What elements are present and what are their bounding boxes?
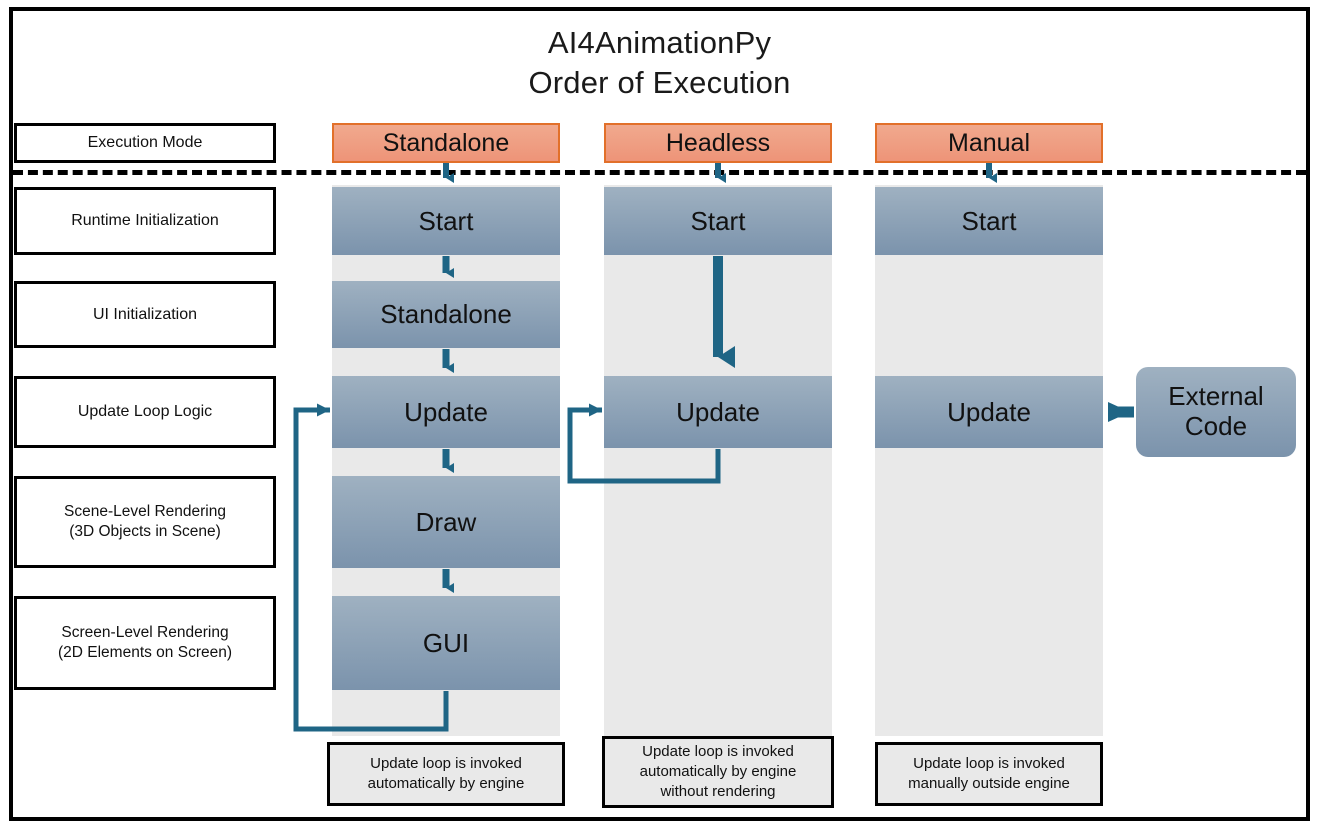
caption-line2: manually outside engine	[908, 775, 1070, 792]
node-standalone-standalone[interactable]: Standalone	[332, 281, 560, 348]
node-headless-update[interactable]: Update	[604, 376, 832, 448]
page-title: AI4AnimationPy	[547, 25, 772, 60]
row-label-line2: (2D Elements on Screen)	[57, 644, 233, 661]
node-standalone-start[interactable]: Start	[332, 187, 560, 255]
mode-header-headless[interactable]: Headless	[604, 123, 832, 163]
caption-line2: automatically by engine	[367, 775, 525, 792]
row-label-scene-level-rendering: Scene-Level Rendering (3D Objects in Sce…	[14, 476, 276, 568]
row-label-ui-initialization: UI Initialization	[14, 281, 276, 348]
row-label-update-loop-logic: Update Loop Logic	[14, 376, 276, 448]
mode-header-manual[interactable]: Manual	[875, 123, 1103, 163]
caption-line1: Update loop is invoked	[642, 742, 794, 760]
caption-text: Update loop is invoked automatically by …	[640, 742, 797, 803]
row-label-text: Scene-Level Rendering (3D Objects in Sce…	[64, 502, 226, 543]
row-label-text: Screen-Level Rendering (2D Elements on S…	[58, 623, 232, 664]
node-standalone-draw[interactable]: Draw	[332, 476, 560, 568]
external-code-text: External Code	[1168, 381, 1264, 442]
row-label-runtime-initialization: Runtime Initialization	[14, 187, 276, 255]
caption-text: Update loop is invoked automatically by …	[368, 754, 525, 795]
caption-standalone: Update loop is invoked automatically by …	[327, 742, 565, 806]
caption-text: Update loop is invoked manually outside …	[908, 754, 1070, 795]
external-code-line2: Code	[1184, 411, 1248, 441]
node-standalone-update[interactable]: Update	[332, 376, 560, 448]
row-label-line2: (3D Objects in Scene)	[69, 523, 221, 540]
caption-line1: Update loop is invoked	[913, 754, 1065, 772]
row-label-execution-mode: Execution Mode	[14, 123, 276, 163]
caption-headless: Update loop is invoked automatically by …	[602, 736, 834, 808]
row-label-line1: Scene-Level Rendering	[64, 502, 226, 520]
row-label-line1: Screen-Level Rendering	[61, 623, 229, 641]
node-headless-start[interactable]: Start	[604, 187, 832, 255]
caption-manual: Update loop is invoked manually outside …	[875, 742, 1103, 806]
row-label-text: UI Initialization	[92, 305, 198, 323]
row-label-text: Update Loop Logic	[77, 403, 213, 421]
lane-headless	[604, 185, 832, 736]
caption-line1: Update loop is invoked	[370, 754, 522, 772]
node-external-code[interactable]: External Code	[1136, 367, 1296, 457]
lane-manual	[875, 185, 1103, 736]
caption-line3: without rendering	[660, 783, 776, 801]
row-label-text: Runtime Initialization	[71, 212, 219, 230]
row-label-screen-level-rendering: Screen-Level Rendering (2D Elements on S…	[14, 596, 276, 690]
row-label-text: Execution Mode	[87, 134, 203, 152]
node-standalone-gui[interactable]: GUI	[332, 596, 560, 690]
node-manual-update[interactable]: Update	[875, 376, 1103, 448]
node-manual-start[interactable]: Start	[875, 187, 1103, 255]
page-subtitle: Order of Execution	[528, 65, 791, 100]
external-code-line1: External	[1168, 381, 1264, 412]
caption-line2: automatically by engine	[639, 762, 797, 780]
runtime-boundary-divider	[13, 170, 1306, 175]
mode-header-standalone[interactable]: Standalone	[332, 123, 560, 163]
